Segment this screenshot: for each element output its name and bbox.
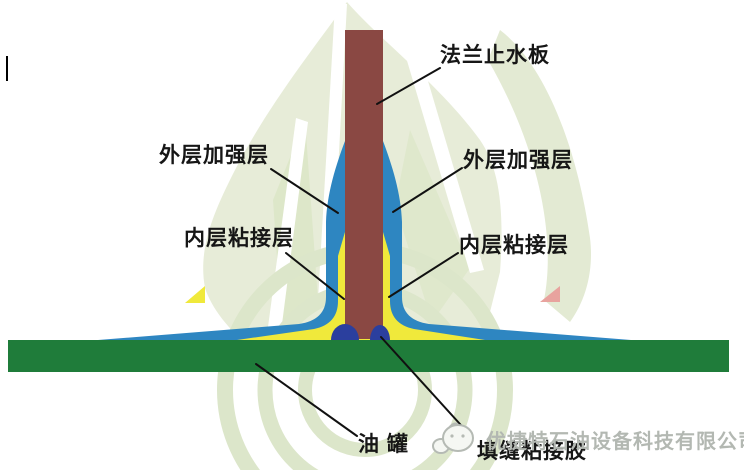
leader-outer-right [392,167,463,213]
mascot-icon [432,422,474,454]
leader-joint-sealant [380,336,470,435]
watermark-company-text: 优捷特石油设备科技有限公司 [486,431,744,453]
watermark-vein-left [318,4,347,300]
label-flange-plate: 法兰止水板 [440,44,550,67]
label-inner-adhesive-right: 内层粘接层 [459,234,569,257]
watermark-vein-center-right [389,0,484,273]
flange-water-stop-plate-shape [345,30,383,339]
label-outer-reinforcement-right: 外层加强层 [463,149,573,172]
leader-inner-right [388,252,459,298]
label-inner-adhesive-left: 内层粘接层 [184,227,294,250]
leader-inner-left [285,252,345,300]
leader-lines [255,67,470,437]
leader-outer-left [270,168,339,214]
label-oil-tank: 油 罐 [358,433,409,456]
joint-sealant-blob-right [370,325,390,340]
joint-sealant-blob-left [331,324,359,340]
oil-tank-plate-shape [8,340,729,372]
watermark-right-lobe [488,30,592,322]
leader-oil-tank [255,363,358,437]
watermark-accent-yellow [185,286,205,303]
label-outer-reinforcement-left: 外层加强层 [159,144,269,167]
leader-flange-plate [376,67,441,105]
text-cursor-artifact [6,56,8,81]
label-joint-sealant: 填缝粘接胶 [477,440,587,463]
watermark-accent-salmon [540,286,560,302]
